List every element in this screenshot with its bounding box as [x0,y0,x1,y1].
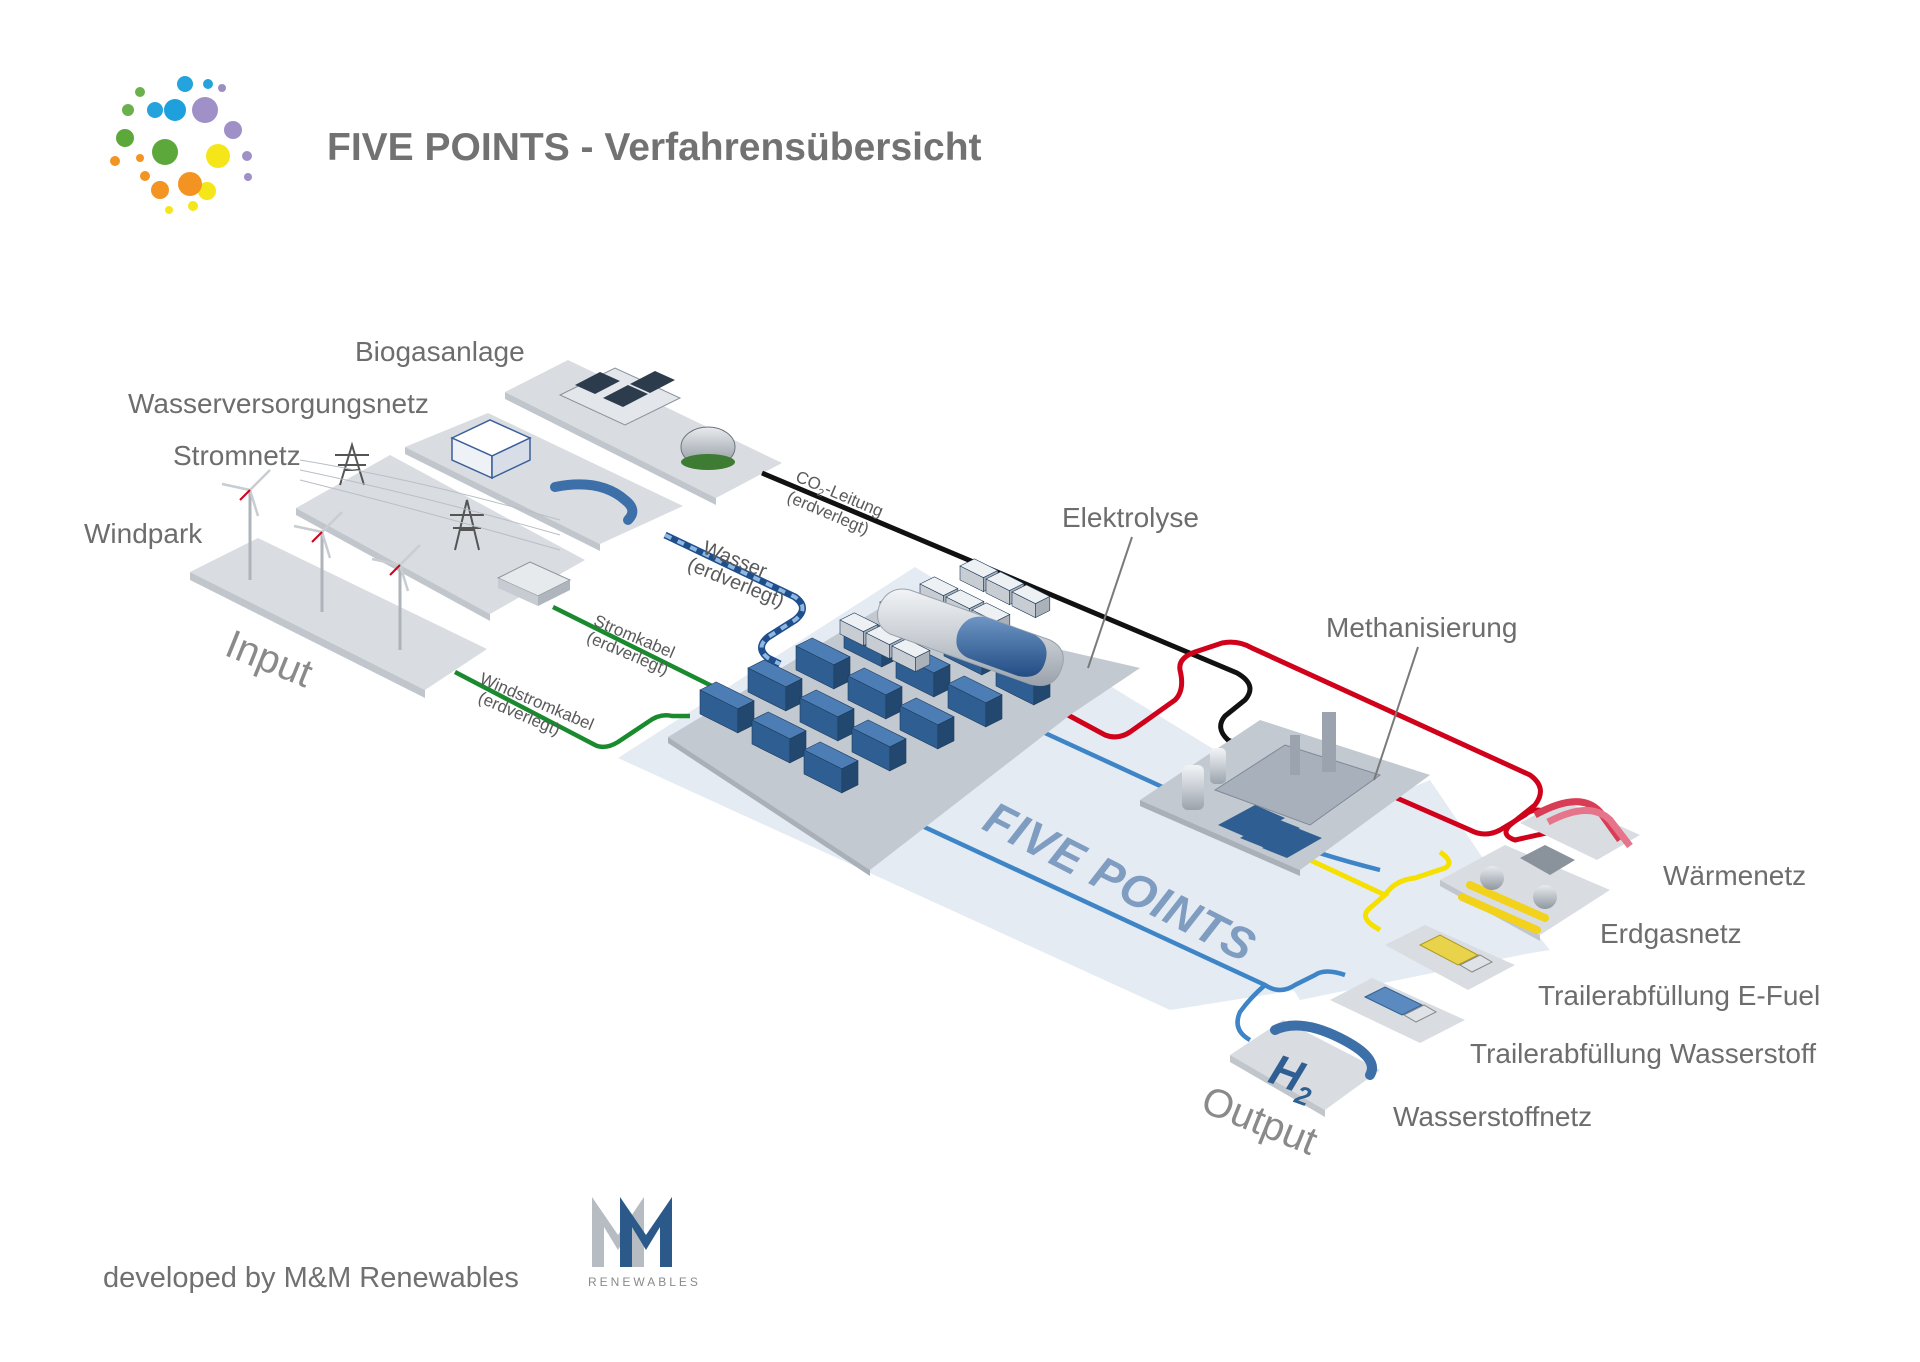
wind-turbines [221,469,421,650]
electrolyser-container [799,689,855,742]
mm-renewables-logo [592,1197,672,1267]
label-trailer-efuel: Trailerabfüllung E-Fuel [1538,980,1821,1011]
co2-pipe [761,470,1253,748]
label-wasserstoffnetz: Wasserstoffnetz [1393,1101,1593,1132]
cooler-unit [891,638,931,673]
wasserstoffnetz-pipe [1270,1020,1377,1080]
page-title: FIVE POINTS - Verfahrensübersicht [327,126,982,169]
electrolyser-container [803,741,859,794]
label-erdgasnetz: Erdgasnetz [1600,918,1742,949]
wind-turbine [293,511,343,612]
mm-logo-subtitle: RENEWABLES [588,1275,701,1289]
electrolyser-container [899,697,955,750]
label-stromnetz: Stromnetz [173,440,301,471]
label-biogasanlage: Biogasanlage [355,336,525,367]
waermenetz-pipes [1533,798,1633,849]
label-wasserversorgungsnetz: Wasserversorgungsnetz [128,388,429,419]
label-waermenetz: Wärmenetz [1663,860,1807,891]
five-points-logo [110,76,252,214]
elektrolyse-leader-line [1087,536,1133,669]
label-trailer-wasserstoff: Trailerabfüllung Wasserstoff [1470,1038,1816,1069]
erdgasnetz-equipment [1458,845,1575,934]
waermenetz-pad [1520,800,1640,860]
electrolyser-container [751,711,807,764]
hydrogen-trailer [1363,986,1438,1023]
strom-cable [551,604,732,698]
efuel-trailer [1418,934,1494,973]
label-methanisierung: Methanisierung [1326,612,1518,643]
hydrogen-storage-tank [877,588,1064,686]
methanisierung-leader-line [1373,646,1419,781]
gas-pipe [1308,849,1452,933]
electrolyser-container [699,681,755,734]
label-elektrolyse: Elektrolyse [1062,502,1199,533]
electrolyser-container [747,659,803,712]
windpark-pad [190,538,487,698]
power-pylons [299,441,572,606]
wasser-pipe [663,531,806,668]
biogas-plant [558,367,736,470]
cooler-unit [1011,584,1051,619]
electrolyser-container [847,667,903,720]
wind-turbine [221,469,271,580]
label-windpark: Windpark [84,518,203,549]
wind-turbine [371,544,421,650]
windstrom-cable [453,670,690,750]
footer-credit: developed by M&M Renewables [103,1262,519,1294]
water-building [450,419,638,525]
methanisierung-plant [1182,712,1382,858]
electrolyser-container [947,675,1003,728]
electrolyser-container [795,637,851,690]
wasserstoffnetz-pad [1230,1020,1380,1117]
electrolyser-container [851,719,907,772]
